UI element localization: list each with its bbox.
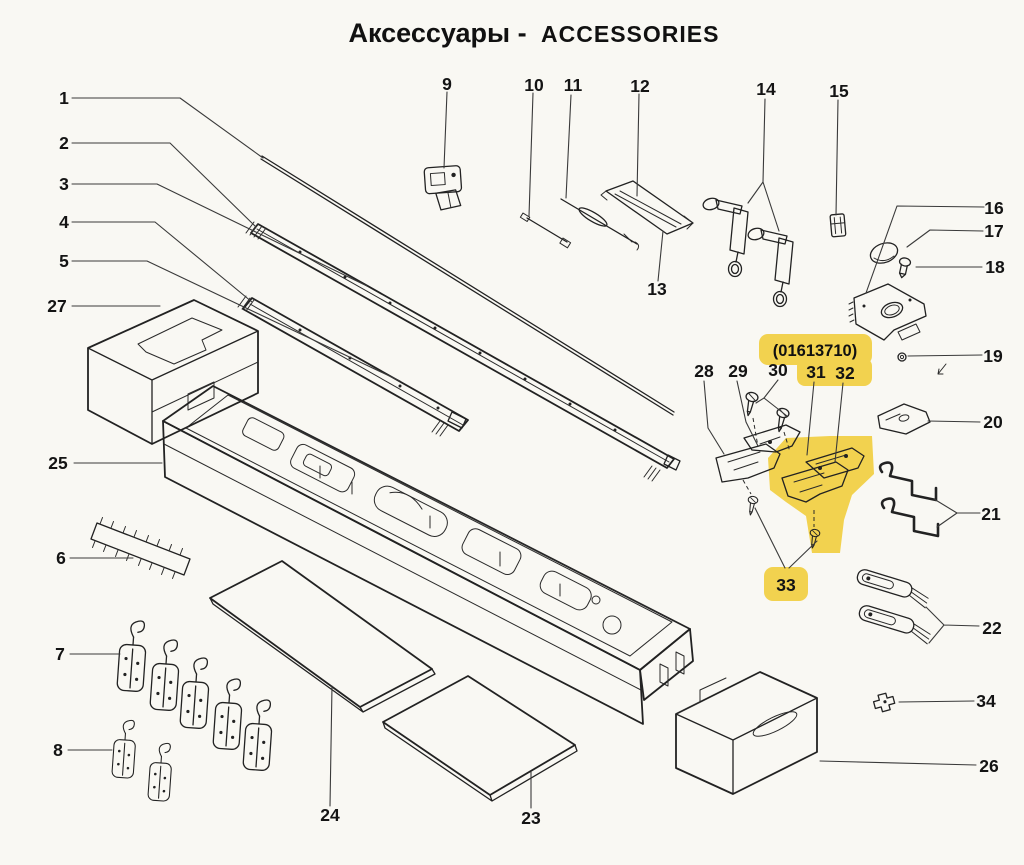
part-8-small-weights xyxy=(111,718,174,802)
callout-7: 7 xyxy=(55,644,65,664)
part-6-comb xyxy=(90,517,191,579)
part-28-bracket xyxy=(715,443,781,483)
part-2-3-rail-upper xyxy=(245,221,681,482)
callout-23: 23 xyxy=(521,808,541,828)
callout-34: 34 xyxy=(976,691,996,711)
callout-21: 21 xyxy=(981,504,1001,524)
callout-1: 1 xyxy=(59,88,69,108)
part-17-knob xyxy=(869,242,899,264)
part-18-screw xyxy=(898,257,912,279)
callout-20: 20 xyxy=(983,412,1003,432)
highlight-part-blob xyxy=(768,436,874,553)
callout-18: 18 xyxy=(985,257,1005,277)
callout-10: 10 xyxy=(524,75,544,95)
highlight-31-32-bg xyxy=(797,358,872,386)
callout-33: 33 xyxy=(776,575,796,595)
callout-17: 17 xyxy=(984,221,1003,241)
callout-13: 13 xyxy=(647,279,667,299)
callout-31: 31 xyxy=(806,362,826,382)
highlight-33-bg xyxy=(764,567,808,601)
callout-27: 27 xyxy=(47,296,66,316)
part-23-sheet xyxy=(382,675,578,802)
callout-15: 15 xyxy=(829,81,849,101)
part-31-bracket xyxy=(781,461,849,503)
part-29-bracket xyxy=(743,424,801,453)
callout-4: 4 xyxy=(59,212,69,232)
callout-3: 3 xyxy=(59,174,69,194)
highlight-shapes xyxy=(759,334,874,601)
callout-19: 19 xyxy=(983,346,1003,366)
callout-14: 14 xyxy=(756,79,776,99)
part-27-end-cover-left xyxy=(87,299,259,445)
highlight-code-bg xyxy=(759,334,872,365)
part-7-weights xyxy=(116,619,275,772)
callout-12: 12 xyxy=(630,76,650,96)
highlighted-part-code: (01613710) xyxy=(773,342,857,360)
part-30-screw-a xyxy=(741,390,760,418)
page-title: Аксессуары - ACCESSORIES xyxy=(349,18,720,48)
part-4-5-rail-lower xyxy=(237,295,469,437)
callout-5: 5 xyxy=(59,251,69,271)
callout-8: 8 xyxy=(53,740,63,760)
callout-22: 22 xyxy=(982,618,1002,638)
part-34-clip xyxy=(872,692,896,713)
callout-29: 29 xyxy=(728,361,748,381)
part-10-tool xyxy=(519,212,572,249)
callout-25: 25 xyxy=(48,453,68,473)
part-32-plate xyxy=(805,447,865,479)
callout-24: 24 xyxy=(320,805,340,825)
part-28-33-assembly xyxy=(715,390,865,550)
part-15-clip xyxy=(829,213,847,238)
part-9-bracket xyxy=(423,165,463,211)
callout-11: 11 xyxy=(564,75,583,95)
page-title-ru: Аксессуары - xyxy=(349,18,527,48)
leader-lines xyxy=(67,91,985,809)
part-12-13-plate xyxy=(600,180,694,235)
callout-6: 6 xyxy=(56,548,66,568)
callout-9: 9 xyxy=(442,74,452,94)
callout-labels: 1 2 3 4 5 6 7 8 9 10 11 12 13 14 15 16 1… xyxy=(47,74,1005,828)
callout-28: 28 xyxy=(694,361,714,381)
part-26-end-cover-right xyxy=(675,671,818,795)
part-14-table-clamps xyxy=(701,195,794,308)
callout-30: 30 xyxy=(768,360,788,380)
callout-32: 32 xyxy=(835,363,855,383)
callout-16: 16 xyxy=(984,198,1004,218)
part-19-washer xyxy=(897,352,947,375)
part-11-latch-tool xyxy=(560,198,640,251)
page-title-en: ACCESSORIES xyxy=(541,21,719,47)
part-21-wire-hooks xyxy=(878,461,940,538)
part-22-threaders xyxy=(853,567,934,645)
part-20-lever xyxy=(877,403,931,435)
part-33-screw-a xyxy=(745,495,759,517)
part-25-foam-tray xyxy=(162,385,694,725)
part-1-rod xyxy=(260,155,675,416)
callout-26: 26 xyxy=(979,756,999,776)
part-24-sheet-long xyxy=(209,560,436,713)
part-16-plate xyxy=(848,283,927,341)
callout-2: 2 xyxy=(59,133,69,153)
